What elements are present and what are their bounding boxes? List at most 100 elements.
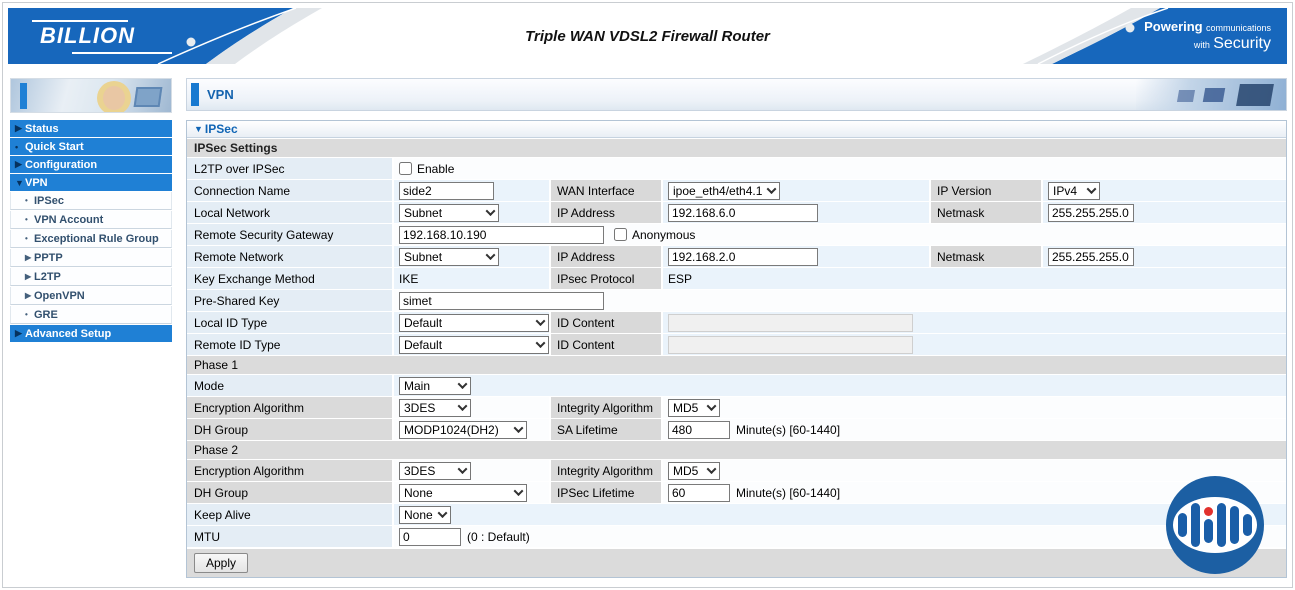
- row-label: Mode: [187, 375, 392, 396]
- mode-select[interactable]: Main: [399, 376, 471, 395]
- local-network-select[interactable]: Subnet: [399, 203, 499, 222]
- sidebar-item-gre[interactable]: •GRE: [10, 306, 172, 324]
- row-label: Remote ID Type: [187, 334, 392, 355]
- watermark-bars: [1178, 503, 1252, 547]
- remote-netmask-input[interactable]: [1048, 247, 1134, 266]
- header-left-blue-shape: [8, 8, 293, 64]
- keep-alive-select[interactable]: None: [399, 505, 451, 524]
- anonymous-checkbox[interactable]: [614, 228, 627, 241]
- phase2-dh-group-select[interactable]: None: [399, 483, 527, 502]
- apply-row: Apply: [187, 549, 1286, 577]
- sidebar-item-pptp[interactable]: ▶PPTP: [10, 249, 172, 267]
- watermark-bar: [1191, 503, 1200, 547]
- sidebar-item-ipsec[interactable]: •IPSec: [10, 192, 172, 210]
- sidebar-item-quick-start[interactable]: •Quick Start: [10, 138, 172, 155]
- table-row: Remote Security Gateway Anonymous: [187, 224, 1286, 245]
- pre-shared-key-input[interactable]: [399, 291, 604, 310]
- logo-line: [32, 20, 128, 22]
- triangle-right-icon: ▶: [15, 328, 22, 338]
- row-label: Remote Network: [187, 246, 392, 267]
- bullet-icon: •: [25, 215, 28, 224]
- local-netmask-input[interactable]: [1048, 203, 1134, 222]
- phase1-integrity-select[interactable]: MD5: [668, 398, 720, 417]
- header-right-blue-shape: [1052, 8, 1287, 64]
- sidebar-item-vpn-account[interactable]: •VPN Account: [10, 211, 172, 229]
- sidebar-item-status[interactable]: ▶Status: [10, 120, 172, 137]
- computers-image-shape: [1176, 90, 1196, 102]
- bullet-icon: •: [25, 234, 28, 243]
- sidebar-item-configuration[interactable]: ▶Configuration: [10, 156, 172, 173]
- sa-lifetime-input[interactable]: [668, 420, 730, 439]
- table-row: Remote Network Subnet IP Address Netmask: [187, 246, 1286, 267]
- wan-interface-select[interactable]: ipoe_eth4/eth4.1: [668, 181, 780, 200]
- phase1-section-header: Phase 1: [187, 356, 1286, 374]
- apply-button[interactable]: Apply: [194, 553, 249, 573]
- row-label: Local Network: [187, 202, 392, 223]
- units-text: (0 : Default): [467, 529, 530, 544]
- watermark-bar: [1204, 519, 1213, 543]
- collapse-triangle-icon: ▼: [194, 124, 203, 134]
- chevron-down-icon: [706, 401, 717, 412]
- row-label: Remote Security Gateway: [187, 224, 392, 245]
- sidebar-item-advanced-setup[interactable]: ▶Advanced Setup: [10, 325, 172, 342]
- watermark-bar: [1217, 503, 1226, 547]
- ipsec-panel-header[interactable]: ▼ IPSec: [187, 121, 1286, 138]
- connection-name-input[interactable]: [399, 181, 494, 200]
- watermark-bar: [1230, 506, 1239, 544]
- sidebar-item-l2tp[interactable]: ▶L2TP: [10, 268, 172, 286]
- table-row: DH Group MODP1024(DH2) SA Lifetime Minut…: [187, 419, 1286, 440]
- table-row: Local Network Subnet IP Address Netmask: [187, 202, 1286, 223]
- section-title-bar: VPN: [186, 78, 1287, 111]
- l2tp-enable-checkbox[interactable]: [399, 162, 412, 175]
- bullet-icon: •: [25, 310, 28, 319]
- mid-label: IPSec Lifetime: [549, 482, 663, 503]
- table-row: Connection Name WAN Interface ipoe_eth4/…: [187, 180, 1286, 201]
- chevron-down-icon: [485, 206, 496, 217]
- watermark-bar: [1178, 513, 1187, 537]
- remote-network-select[interactable]: Subnet: [399, 247, 499, 266]
- sidebar: ▶Status •Quick Start ▶Configuration ▼VPN…: [10, 78, 172, 343]
- mid-label: Netmask: [929, 246, 1043, 267]
- sidebar-item-exceptional-rule-group[interactable]: •Exceptional Rule Group: [10, 230, 172, 248]
- phase1-encryption-select[interactable]: 3DES: [399, 398, 471, 417]
- remote-id-type-select[interactable]: Default: [399, 335, 549, 354]
- ipsec-lifetime-input[interactable]: [668, 483, 730, 502]
- triangle-right-icon: ▶: [25, 272, 32, 281]
- chevron-down-icon: [457, 401, 468, 412]
- table-row: Encryption Algorithm 3DES Integrity Algo…: [187, 397, 1286, 418]
- ip-version-select[interactable]: IPv4: [1048, 181, 1100, 200]
- mid-label: IP Version: [929, 180, 1043, 201]
- remote-ip-address-input[interactable]: [668, 247, 818, 266]
- mid-label: Netmask: [929, 202, 1043, 223]
- logo-line: [72, 52, 172, 54]
- chevron-down-icon: [1086, 184, 1097, 195]
- sidebar-item-vpn[interactable]: ▼VPN: [10, 174, 172, 191]
- remote-security-gateway-input[interactable]: [399, 225, 604, 244]
- table-row: Remote ID Type Default ID Content: [187, 334, 1286, 355]
- mid-label: ID Content: [549, 312, 663, 333]
- triangle-right-icon: ▶: [15, 123, 22, 133]
- brand-tagline: Powering communications with Security: [1144, 19, 1271, 52]
- units-text: Minute(s) [60-1440]: [736, 422, 841, 437]
- page-header: BILLION Triple WAN VDSL2 Firewall Router…: [8, 8, 1287, 64]
- sidebar-item-openvpn[interactable]: ▶OpenVPN: [10, 287, 172, 305]
- phase1-dh-group-select[interactable]: MODP1024(DH2): [399, 420, 527, 439]
- main-content: VPN ▼ IPSec IPSec Settings L2TP over IPS…: [186, 78, 1287, 578]
- table-row: DH Group None IPSec Lifetime Minute(s) […: [187, 482, 1286, 503]
- panel-title: IPSec: [204, 122, 238, 136]
- table-row: Encryption Algorithm 3DES Integrity Algo…: [187, 460, 1286, 481]
- header-right-swoosh-line: [1037, 8, 1169, 64]
- row-label: Local ID Type: [187, 312, 392, 333]
- brand-name: BILLION: [40, 23, 135, 48]
- photo-decoration: [103, 86, 125, 110]
- local-id-type-select[interactable]: Default: [399, 313, 549, 332]
- phase2-integrity-select[interactable]: MD5: [668, 461, 720, 480]
- mtu-input[interactable]: [399, 527, 461, 546]
- chevron-down-icon: [706, 464, 717, 475]
- triangle-right-icon: ▶: [15, 159, 22, 169]
- phase2-encryption-select[interactable]: 3DES: [399, 461, 471, 480]
- sidebar-menu: ▶Status •Quick Start ▶Configuration ▼VPN…: [10, 120, 172, 342]
- local-ip-address-input[interactable]: [668, 203, 818, 222]
- triangle-down-icon: ▼: [15, 177, 24, 188]
- mid-label: ID Content: [549, 334, 663, 355]
